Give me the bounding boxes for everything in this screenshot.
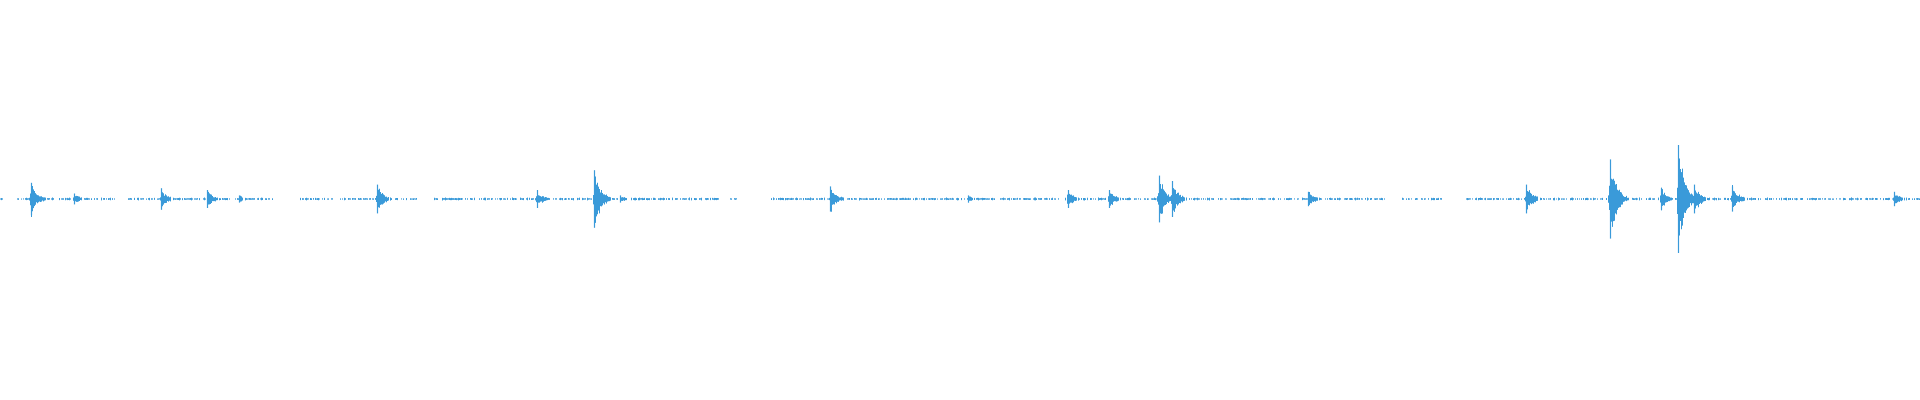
waveform-path	[0, 158, 1920, 236]
waveform-trace	[0, 145, 1920, 253]
